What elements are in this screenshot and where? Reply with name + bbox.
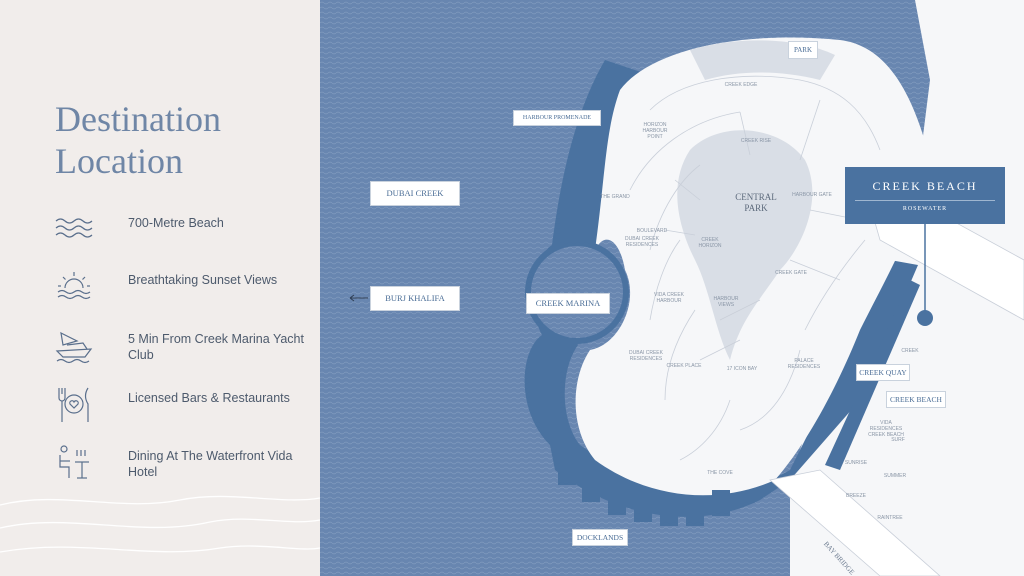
district-label: VIDA CREEK HARBOUR	[653, 292, 684, 304]
district-label: THE GRAND	[600, 194, 630, 200]
feature-yacht-club: 5 Min From Creek Marina Yacht Club	[55, 327, 315, 371]
page-title: Destination Location	[55, 99, 221, 181]
cutlery-heart-icon	[58, 387, 89, 422]
info-panel: Destination Location 700-Metre Beach	[0, 0, 320, 576]
location-map: CREEK EDGE HORIZON HARBOUR POINT CREEK R…	[320, 0, 1024, 576]
yacht-icon	[55, 331, 93, 364]
district-label: CREEK RISE	[740, 138, 772, 144]
map-canvas	[320, 0, 1024, 576]
docklands-label: DOCKLANDS	[572, 529, 628, 546]
district-label: RAINTREE	[877, 515, 903, 521]
feature-label: Licensed Bars & Restaurants	[128, 391, 290, 405]
brand-subtitle: ROSEWATER	[902, 206, 948, 212]
park-label: PARK	[788, 41, 818, 59]
harbour-promenade-label: HARBOUR PROMENADE	[513, 110, 601, 126]
district-label: HORIZON HARBOUR POINT	[642, 122, 668, 140]
brand-pointer-dot	[917, 310, 933, 326]
district-label: DUBAI CREEK RESIDENCES	[625, 236, 659, 248]
burj-khalifa-label: BURJ KHALIFA	[370, 286, 460, 311]
waves-icon	[55, 218, 93, 238]
district-label: SURF	[891, 437, 905, 443]
sunset-icon	[57, 272, 91, 300]
central-park-label: CENTRAL PARK	[735, 192, 777, 213]
district-label: 17 ICON BAY	[726, 366, 758, 372]
district-label: CREEK PLACE	[666, 363, 702, 369]
district-label: BOULEVARD	[636, 228, 668, 234]
district-label: SUNRISE	[844, 460, 868, 466]
brand-name: CREEK BEACH	[872, 179, 978, 193]
central-park-area	[677, 130, 813, 360]
dubai-creek-label: DUBAI CREEK	[370, 181, 460, 206]
district-label: CREEK	[901, 348, 919, 354]
district-label: HARBOUR VIEWS	[713, 296, 739, 308]
feature-label: Dining At The Waterfront Vida Hotel	[128, 449, 293, 479]
docklands-piers	[558, 455, 730, 526]
feature-label: 700-Metre Beach	[128, 216, 224, 230]
feature-dining: Dining At The Waterfront Vida Hotel	[55, 444, 315, 488]
creek-marina-label: CREEK MARINA	[526, 293, 610, 314]
brand-divider	[855, 200, 995, 201]
district-label: HARBOUR GATE	[792, 192, 832, 198]
feature-label: 5 Min From Creek Marina Yacht Club	[128, 332, 304, 362]
creek-beach-brand-box: CREEK BEACH ROSEWATER	[845, 167, 1005, 224]
feature-bars: Licensed Bars & Restaurants	[55, 386, 315, 430]
district-label: CREEK EDGE	[724, 82, 758, 88]
creek-beach-map-label: CREEK BEACH	[886, 391, 946, 408]
district-label: VIDA RESIDENCES CREEK BEACH	[868, 420, 904, 438]
feature-sunset: Breathtaking Sunset Views	[55, 268, 315, 312]
background-wave-lines	[0, 495, 320, 553]
bay-bridge-road	[769, 469, 941, 576]
district-label: BREEZE	[845, 493, 866, 499]
creek-quay-label: CREEK QUAY	[856, 364, 910, 381]
district-label: CREEK HORIZON	[698, 237, 722, 249]
feature-beach: 700-Metre Beach	[55, 211, 315, 255]
district-label: DUBAI CREEK RESIDENCES	[629, 350, 663, 362]
feature-label: Breathtaking Sunset Views	[128, 273, 278, 287]
district-label: SUMMER	[883, 473, 907, 479]
district-label: CREEK GATE	[775, 270, 807, 276]
dining-person-icon	[59, 445, 89, 479]
district-label: PALACE RESIDENCES	[787, 358, 821, 370]
district-label: THE COVE	[707, 470, 733, 476]
